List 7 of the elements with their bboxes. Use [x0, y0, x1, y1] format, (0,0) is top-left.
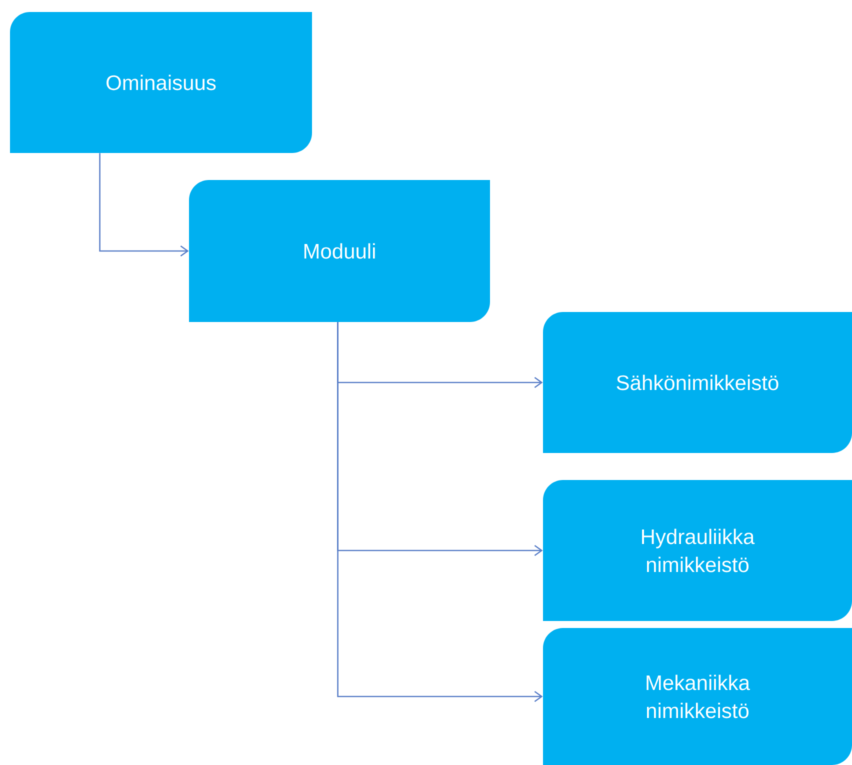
- process-box: Mekaniikka nimikkeistö: [543, 628, 852, 765]
- arrow: [337, 322, 543, 702]
- process-box: Sähkönimikkeistö: [543, 312, 852, 453]
- process-box: Hydrauliikka nimikkeistö: [543, 480, 852, 621]
- process-box: Moduuli: [189, 180, 490, 322]
- arrow: [99, 153, 189, 257]
- process-box: Ominaisuus: [10, 12, 312, 153]
